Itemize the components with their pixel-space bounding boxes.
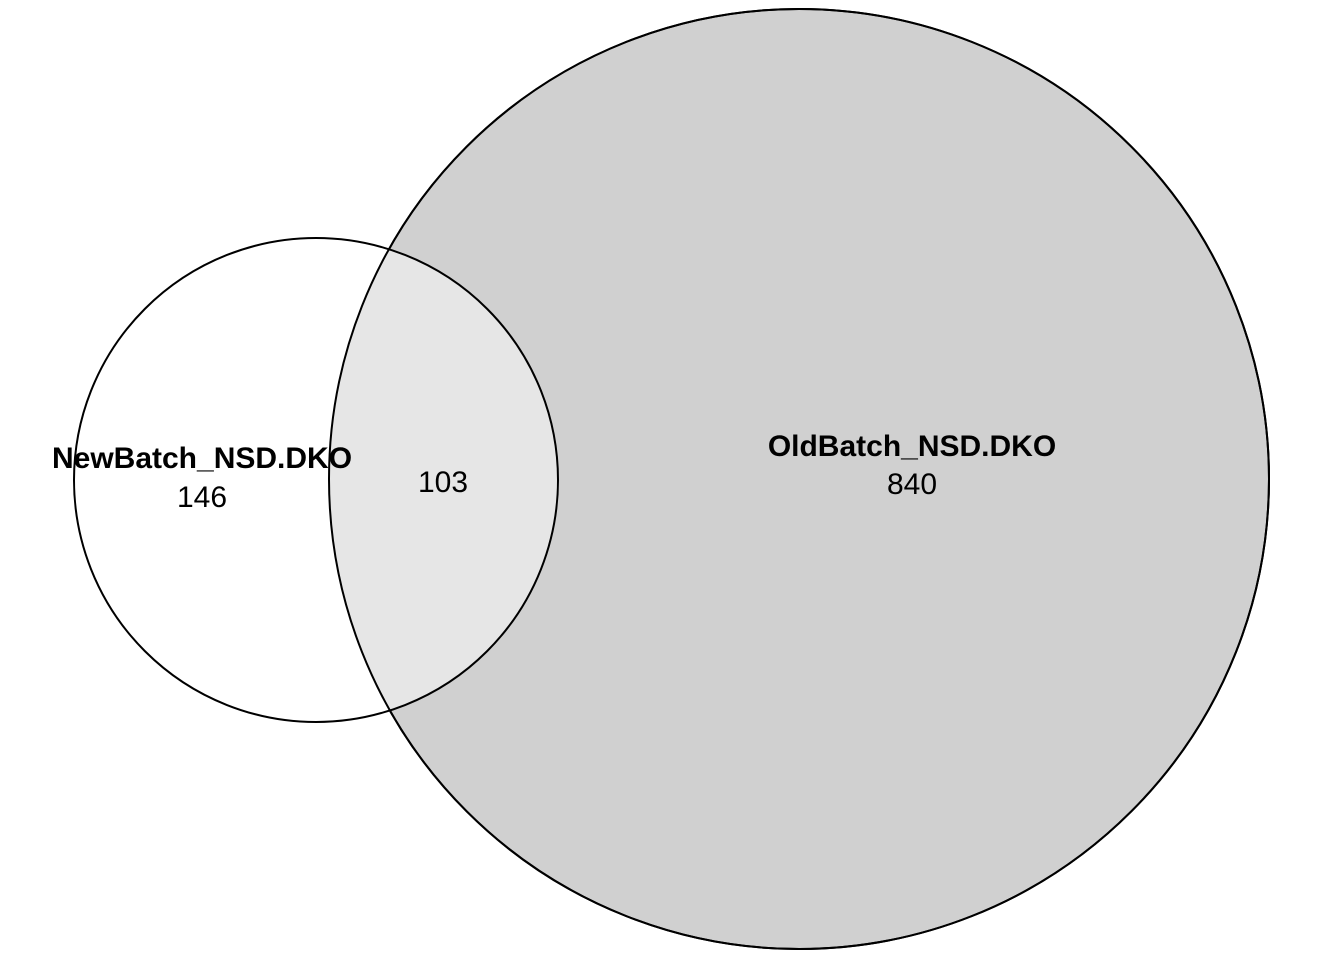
set-outline-newbatch: [73, 237, 559, 723]
set-label-oldbatch: OldBatch_NSD.DKO: [768, 430, 1056, 463]
set-label-newbatch: NewBatch_NSD.DKO: [52, 442, 352, 475]
intersection-count: 103: [418, 466, 468, 499]
set-count-oldbatch: 840: [887, 468, 937, 501]
set-count-newbatch: 146: [177, 481, 227, 514]
set-outline-oldbatch: [328, 8, 1270, 950]
